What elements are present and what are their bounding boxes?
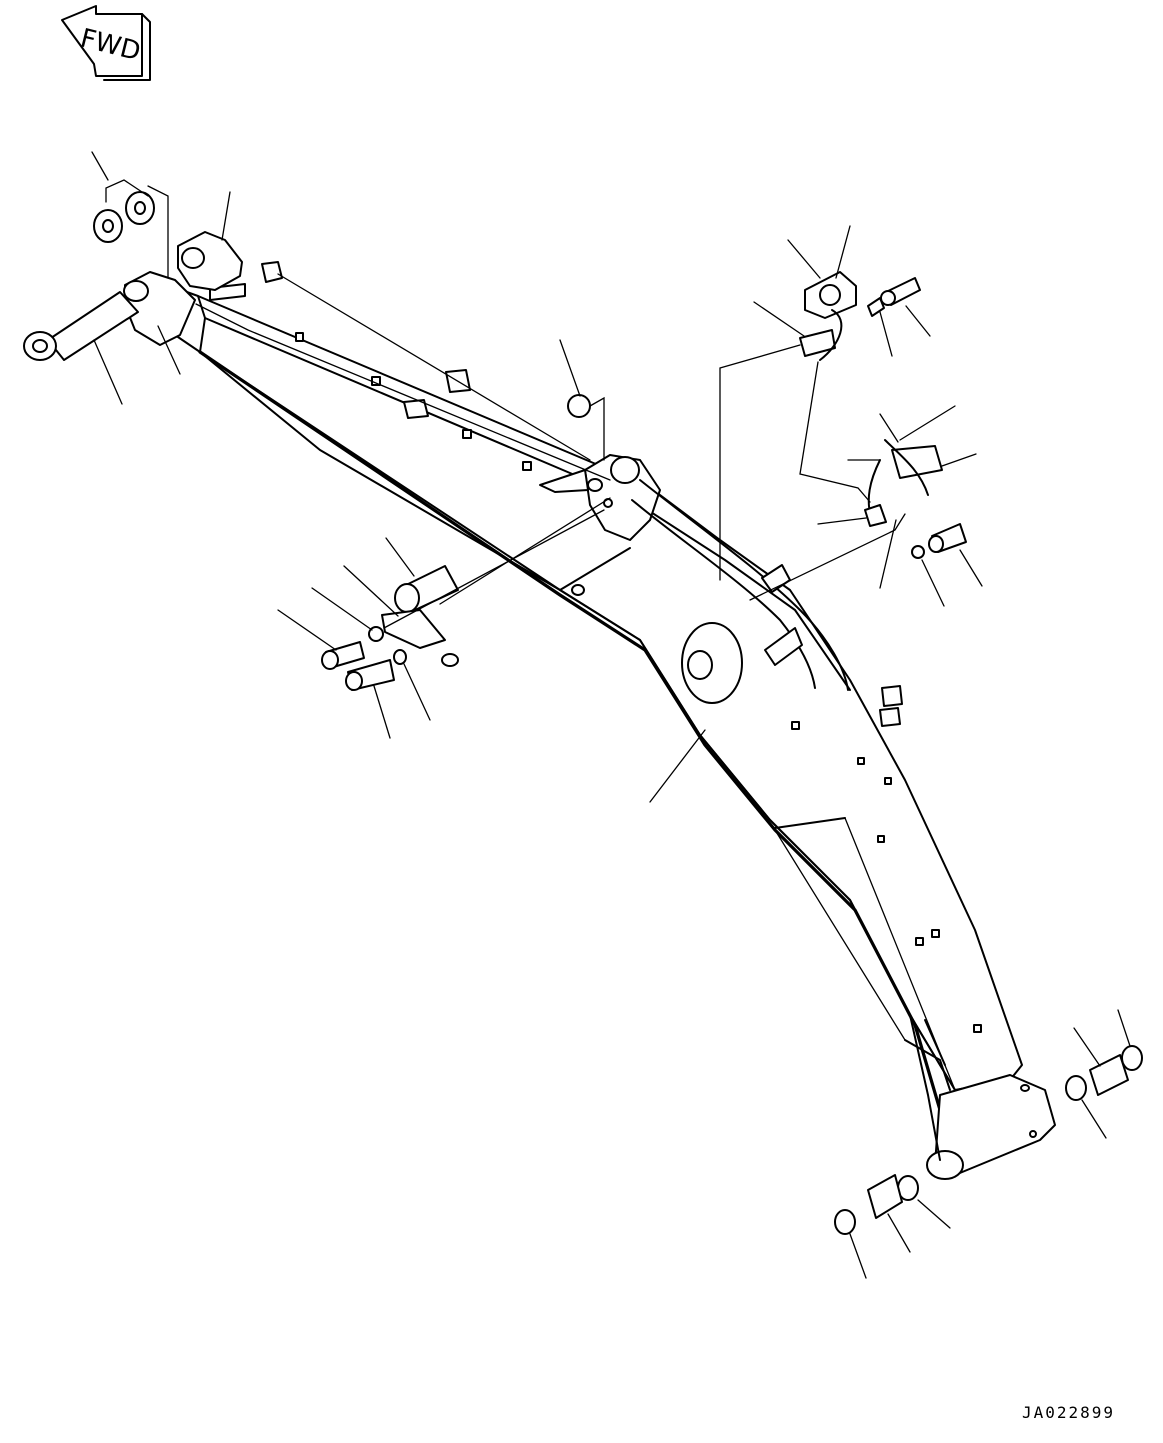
- drawing-number: JA022899: [1022, 1403, 1115, 1422]
- boom-top-bracket: [539, 454, 661, 596]
- bolt-washer-set-center: [321, 626, 407, 691]
- harness-clamp-set: [864, 439, 967, 559]
- pin-and-bracket: [381, 565, 459, 667]
- boom-angle-sensor: [799, 271, 921, 361]
- assembly-lines: [105, 179, 906, 629]
- boom-side-boss: [681, 622, 743, 704]
- washer-pair: [93, 191, 155, 243]
- boom-harness: [631, 479, 849, 691]
- leader-lines: [91, 151, 1131, 1279]
- boom-tip: [909, 1014, 1056, 1180]
- boom-foot: [123, 231, 243, 346]
- boom-tip-bushing-set: [834, 1045, 1143, 1235]
- fwd-direction-arrow: FWD: [61, 5, 151, 81]
- boom-body: [147, 261, 1023, 1112]
- thrust-washer-center: [567, 394, 591, 418]
- boom-foot-pin: [23, 291, 139, 361]
